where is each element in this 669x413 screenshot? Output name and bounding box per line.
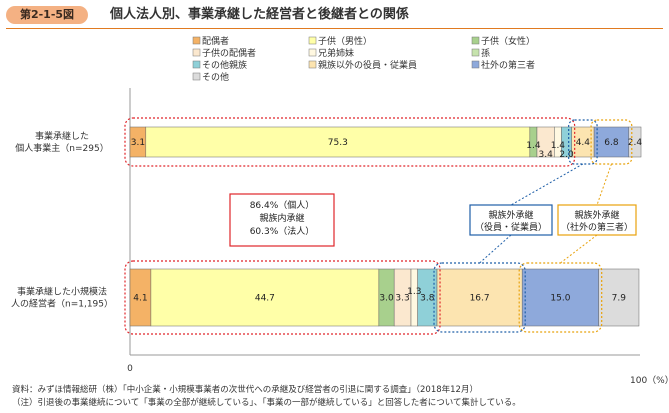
data-label-0-9: 2.4 (628, 138, 643, 148)
data-label-0-6: 2.0 (559, 150, 574, 160)
legend-swatch-0 (192, 36, 201, 45)
category-label-1-0: 事業承継した小規模法 (17, 286, 107, 298)
legend-label-9: その他 (202, 71, 229, 83)
bar-segment-1-9 (598, 268, 640, 327)
legend-swatch-4 (308, 48, 317, 57)
legend-label-2: 子供（女性） (481, 35, 535, 47)
legend-label-4: 兄弟姉妹 (318, 47, 354, 59)
within-family-callout-line-0: 86.4%（個人） (250, 199, 315, 211)
legend-swatch-9 (192, 72, 201, 81)
bar-segment-1-7 (436, 268, 523, 327)
x-tick-label-100: 100（%） (630, 375, 669, 386)
employee-callout-line-1: （役員・従業員） (475, 221, 547, 233)
data-label-1-0: 4.1 (133, 294, 147, 304)
legend-swatch-8 (471, 60, 480, 69)
within-family-callout-line-2: 60.3%（法人） (250, 225, 315, 237)
third-party-callout-line-0: 親族外承継 (574, 209, 619, 221)
legend-label-3: 子供の配偶者 (202, 47, 256, 59)
data-label-1-8: 15.0 (550, 294, 570, 304)
employee-callout-line-0: 親族外承継 (488, 209, 533, 221)
within-family-box-individual (124, 117, 576, 167)
legend-label-0: 配偶者 (202, 35, 229, 47)
bar-segment-1-8 (521, 268, 599, 327)
legend-label-5: 孫 (481, 47, 490, 59)
data-label-0-0: 3.1 (131, 138, 145, 148)
bar-segment-0-8 (593, 126, 630, 158)
legend-label-7: 親族以外の役員・従業員 (318, 59, 417, 71)
employee-box-individual (568, 119, 598, 165)
data-label-0-8: 6.8 (604, 138, 619, 148)
figure-number-badge: 第2-1-5図 (6, 6, 88, 24)
employee-connector-bottom (479, 234, 512, 264)
employee-callout-box (469, 204, 553, 236)
data-label-1-4: 1.3 (407, 287, 421, 297)
third-party-connector-bottom (560, 234, 598, 264)
third-party-callout-line-1: （社外の第三者） (561, 221, 633, 233)
data-label-0-3: 3.4 (538, 150, 553, 160)
within-family-callout-box (229, 193, 335, 247)
bar-segment-1-1 (150, 268, 380, 327)
legend-label-8: 社外の第三者 (481, 59, 535, 71)
figure-title: 個人法人別、事業承継した経営者と後継者との関係 (110, 7, 409, 22)
legend-label-1: 子供（男性） (318, 35, 372, 47)
legend-label-6: その他親族 (202, 59, 247, 71)
legend-swatch-1 (308, 36, 317, 45)
third-party-connector-top (596, 163, 612, 206)
third-party-callout-box (557, 204, 637, 236)
category-label-0-1: 個人事業主（n=295） (15, 142, 108, 154)
employee-connector-top (510, 163, 584, 206)
category-label-1-1: 人の経営者（n=1,195） (11, 298, 113, 310)
third-party-box-corporate (518, 262, 603, 333)
legend-swatch-5 (471, 48, 480, 57)
data-label-0-4: 1.4 (551, 141, 566, 151)
employee-box-corporate (433, 262, 526, 333)
data-label-1-1: 44.7 (255, 294, 275, 304)
data-label-1-6: 3.8 (420, 294, 435, 304)
data-label-1-3: 3.3 (395, 294, 409, 304)
legend-swatch-6 (192, 60, 201, 69)
x-tick-label-0: 0 (127, 364, 133, 374)
data-label-0-7: 4.4 (576, 138, 591, 148)
legend-swatch-3 (192, 48, 201, 57)
data-label-1-2: 3.0 (379, 294, 394, 304)
legend-swatch-2 (471, 36, 480, 45)
category-label-0-0: 事業承継した (35, 130, 89, 142)
footnote: （注）引退後の事業継続について「事業の全部が継続している」、「事業の一部が継続し… (12, 398, 521, 408)
within-family-callout-line-1: 親族内承継 (259, 212, 304, 224)
data-label-1-7: 16.7 (470, 294, 490, 304)
within-family-box-corporate (124, 260, 441, 335)
source-note: 資料：みずほ情報総研（株）「中小企業・小規模事業者の次世代への承継及び経営者の引… (12, 385, 478, 395)
bar-segment-1-4 (410, 268, 418, 327)
legend-swatch-7 (308, 60, 317, 69)
data-label-0-2: 1.4 (526, 141, 541, 151)
data-label-0-1: 75.3 (328, 138, 348, 148)
data-label-1-9: 7.9 (612, 294, 627, 304)
title-divider (6, 28, 663, 29)
